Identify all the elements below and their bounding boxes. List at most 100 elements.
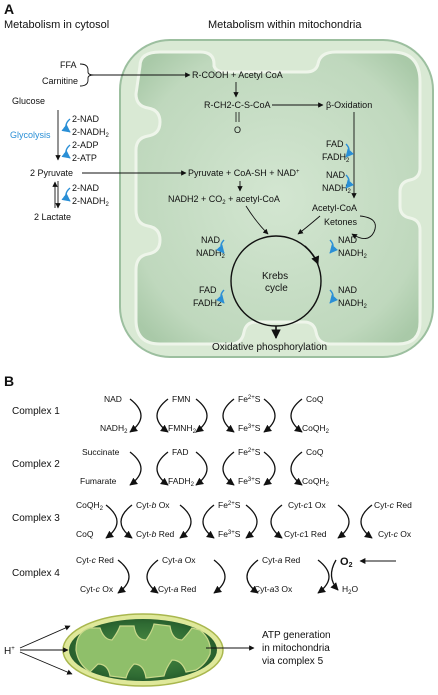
glyc-2atp: 2-ATP <box>72 153 97 163</box>
c4-cyta3-ox: Cyt-a3 Ox <box>254 584 293 594</box>
arrow-acetyl-to-krebs-left <box>245 205 269 235</box>
label-beta-oxidation: β-Oxidation <box>326 100 372 110</box>
c4-cytc-ox: Cyt-c Ox <box>80 584 114 594</box>
glyc-adp-blue-arrow <box>61 144 71 159</box>
beta-nadh2: NADH2 <box>322 183 352 195</box>
lact-nad-blue-arrow <box>61 187 71 202</box>
c2-fe2s: Fe2+S <box>238 447 261 457</box>
c3-cytb-red: Cyt-b Red <box>136 529 175 539</box>
c2-fumarate: Fumarate <box>80 476 117 486</box>
label-rch2: R-CH2-C-S-CoA <box>204 100 271 110</box>
krebs-nadh2-right-bot: NADH2 <box>338 298 368 310</box>
complex-1-row: Complex 1 NAD NADH2 FMN FMNH2 Fe2+S Fe3+… <box>12 394 330 435</box>
panel-b-letter: B <box>4 373 14 389</box>
c4-o2: O2 <box>340 556 353 569</box>
krebs-nad-left: NAD <box>201 235 221 245</box>
beta-nad: NAD <box>326 170 346 180</box>
krebs-direction-arrow <box>304 245 320 265</box>
atp-line-1: ATP generation <box>262 630 331 641</box>
arrow-ketones-loop <box>351 215 376 239</box>
glyc-nad-blue-arrow <box>61 118 71 133</box>
mitochondrion-a <box>119 39 434 358</box>
label-pyruvate-eq: Pyruvate + CoA-SH + NAD+ <box>188 168 300 178</box>
c1-nad: NAD <box>104 394 122 404</box>
krebs-fadh2-left: FADH2 <box>193 298 222 308</box>
cytosol-title: Metabolism in cytosol <box>4 19 109 31</box>
c2-fe3s: Fe3+S <box>238 476 261 486</box>
c4-cyta-red: Cyt-a Red <box>158 584 197 594</box>
h-arrow-3 <box>19 651 73 675</box>
krebs-nad-right-bot: NAD <box>338 285 358 295</box>
beta-nad-blue-arrow <box>345 174 355 189</box>
beta-fad-blue-arrow <box>345 143 355 158</box>
krebs-label-2: cycle <box>265 283 288 294</box>
c2-succinate: Succinate <box>82 447 120 457</box>
c3-cytc-red: Cyt-c Red <box>374 500 412 510</box>
complex-2-label: Complex 2 <box>12 459 60 470</box>
atp-line-2: in mitochondria <box>262 643 330 654</box>
label-carbonyl-o: O <box>234 125 241 135</box>
label-2-pyruvate: 2 Pyruvate <box>30 168 73 178</box>
mitochondrion-b <box>62 613 224 687</box>
atp-line-3: via complex 5 <box>262 656 324 667</box>
mitochondria-title: Metabolism within mitochondria <box>208 19 362 31</box>
label-acetyl-coa: Acetyl-CoA <box>312 203 357 213</box>
complex-2-row: Complex 2 Succinate Fumarate FAD FADH2 F… <box>12 447 330 488</box>
c2-fadh2: FADH2 <box>168 476 195 488</box>
lact-2nad: 2-NAD <box>72 183 100 193</box>
krebs-fad-left-arrow <box>215 289 225 304</box>
c4-cyta-ox: Cyt-a Ox <box>162 555 196 565</box>
lact-2nadh2: 2-NADH2 <box>72 196 110 208</box>
krebs-nad-right-bot-arrow <box>329 289 339 304</box>
complex-4-label: Complex 4 <box>12 568 60 579</box>
c3-fe3s: Fe3+S <box>218 529 241 539</box>
label-oxidative-phosphorylation: Oxidative phosphorylation <box>212 342 327 353</box>
c1-fmnh2: FMNH2 <box>168 423 197 435</box>
label-2-lactate: 2 Lactate <box>34 212 71 222</box>
label-carnitine: Carnitine <box>42 76 78 86</box>
label-glycolysis: Glycolysis <box>10 130 51 140</box>
krebs-label-1: Krebs <box>262 271 288 282</box>
label-ketones: Ketones <box>324 217 358 227</box>
glyc-2nadh2: 2-NADH2 <box>72 127 110 139</box>
c3-fe2s: Fe2+S <box>218 500 241 510</box>
krebs-nad-right-top: NAD <box>338 235 358 245</box>
c3-coq: CoQ <box>76 529 94 539</box>
label-glucose: Glucose <box>12 96 45 106</box>
c4-cytc-red: Cyt-c Red <box>76 555 114 565</box>
c2-fad: FAD <box>172 447 189 457</box>
label-h-plus: H+ <box>4 646 15 657</box>
arrow-acetyl-to-krebs <box>297 215 321 235</box>
c4-cyta-red-2: Cyt-a Red <box>262 555 301 565</box>
c3-cytc1-ox: Cyt-c1 Ox <box>288 500 327 510</box>
complex-3-label: Complex 3 <box>12 513 60 524</box>
krebs-nadh2-left: NADH2 <box>196 248 226 260</box>
complex-4-row: Complex 4 Cyt-c Red Cyt-c Ox Cyt-a Ox Cy… <box>12 555 396 596</box>
glyc-2nad: 2-NAD <box>72 114 100 124</box>
krebs-fad-left: FAD <box>199 285 217 295</box>
c2-coqh2: CoQH2 <box>302 476 330 488</box>
c3-cytc1-red: Cyt-c1 Red <box>284 529 327 539</box>
krebs-nad-left-arrow <box>215 239 225 254</box>
c1-coq: CoQ <box>306 394 324 404</box>
c3-cytc-ox: Cyt-c Ox <box>378 529 412 539</box>
c1-coqh2: CoQH2 <box>302 423 330 435</box>
glyc-2adp: 2-ADP <box>72 140 99 150</box>
krebs-nadh2-right-top: NADH2 <box>338 248 368 260</box>
complex-1-label: Complex 1 <box>12 406 60 417</box>
c4-h2o: H2O <box>342 584 358 596</box>
krebs-nad-right-top-arrow <box>329 239 339 254</box>
c1-fe2s: Fe2+S <box>238 394 261 404</box>
c3-coqh2: CoQH2 <box>76 500 104 512</box>
panel-a-letter: A <box>4 1 14 17</box>
beta-fad: FAD <box>326 139 344 149</box>
c1-fmn: FMN <box>172 394 190 404</box>
c1-fe3s: Fe3+S <box>238 423 261 433</box>
h-arrow-1 <box>19 625 71 649</box>
label-rcooh: R-COOH + Acetyl CoA <box>192 70 283 80</box>
c2-coq: CoQ <box>306 447 324 457</box>
c3-cytb-ox: Cyt-b Ox <box>136 500 170 510</box>
label-ffa: FFA <box>60 60 77 70</box>
complex-3-row: Complex 3 CoQH2 CoQ Cyt-b Ox Cyt-b Red F… <box>12 500 412 539</box>
